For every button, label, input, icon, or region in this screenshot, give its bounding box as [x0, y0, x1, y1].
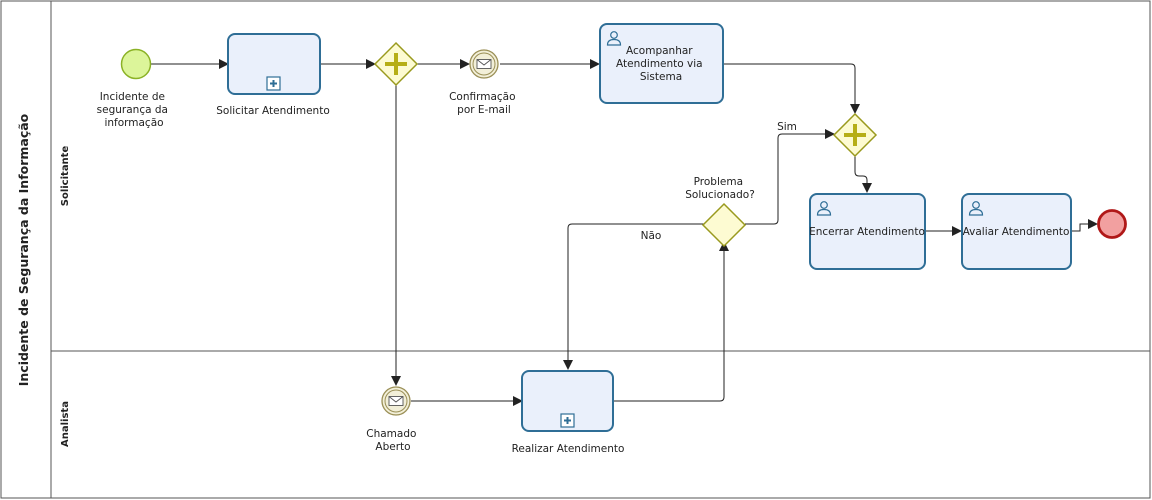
plus-icon [844, 124, 866, 146]
decision-label: Problema Solucionado? [685, 176, 755, 201]
exclusive-gateway-decision[interactable] [701, 202, 747, 248]
start-event-label: Incidente de segurança da informação [97, 91, 172, 129]
sequence-flows [151, 59, 1098, 406]
message-event-chamado-label: Chamado Aberto [366, 428, 420, 453]
plus-icon [385, 53, 407, 75]
parallel-gateway-split[interactable] [373, 41, 419, 87]
task-encerrar-atendimento[interactable] [809, 193, 926, 270]
end-event[interactable] [1097, 209, 1127, 239]
flow-decision-nao [563, 223, 704, 370]
task-solicitar-label: Solicitar Atendimento [216, 105, 330, 117]
flow-decision-sim [745, 129, 835, 225]
flow-join-to-encerrar [854, 155, 872, 193]
lane-title-analista: Analista [60, 401, 71, 447]
task-acompanhar-label: Acompanhar Atendimento via Sistema [616, 45, 706, 83]
pool-title: Incidente de Segurança da Informação [16, 113, 31, 386]
flow-avaliar-to-end [1072, 219, 1098, 232]
task-realizar-atendimento[interactable] [521, 370, 614, 432]
user-task-icon [968, 201, 984, 216]
task-avaliar-label: Avaliar Atendimento [963, 226, 1070, 238]
message-event-chamado-aberto[interactable] [381, 386, 411, 416]
flow-realizar-to-decision [614, 241, 729, 402]
envelope-icon [476, 59, 492, 69]
user-task-icon [816, 201, 832, 216]
message-event-confirmacao-label: Confirmação por E-mail [449, 91, 519, 116]
parallel-gateway-join[interactable] [832, 112, 878, 158]
user-task-icon [606, 31, 622, 46]
task-solicitar-atendimento[interactable] [227, 33, 321, 95]
flow-label-sim: Sim [777, 121, 797, 133]
lane-title-solicitante: Solicitante [60, 146, 71, 207]
subprocess-marker-icon [266, 76, 281, 91]
task-acompanhar-atendimento[interactable] [599, 23, 724, 104]
task-realizar-label: Realizar Atendimento [512, 443, 625, 455]
flow-acompanhar-to-join [724, 63, 860, 114]
start-event[interactable] [120, 48, 152, 80]
envelope-icon [388, 396, 404, 406]
subprocess-marker-icon [560, 413, 575, 428]
task-encerrar-label: Encerrar Atendimento [809, 226, 925, 238]
task-avaliar-atendimento[interactable] [961, 193, 1072, 270]
flow-label-nao: Não [641, 230, 662, 242]
message-event-confirmacao[interactable] [469, 49, 499, 79]
